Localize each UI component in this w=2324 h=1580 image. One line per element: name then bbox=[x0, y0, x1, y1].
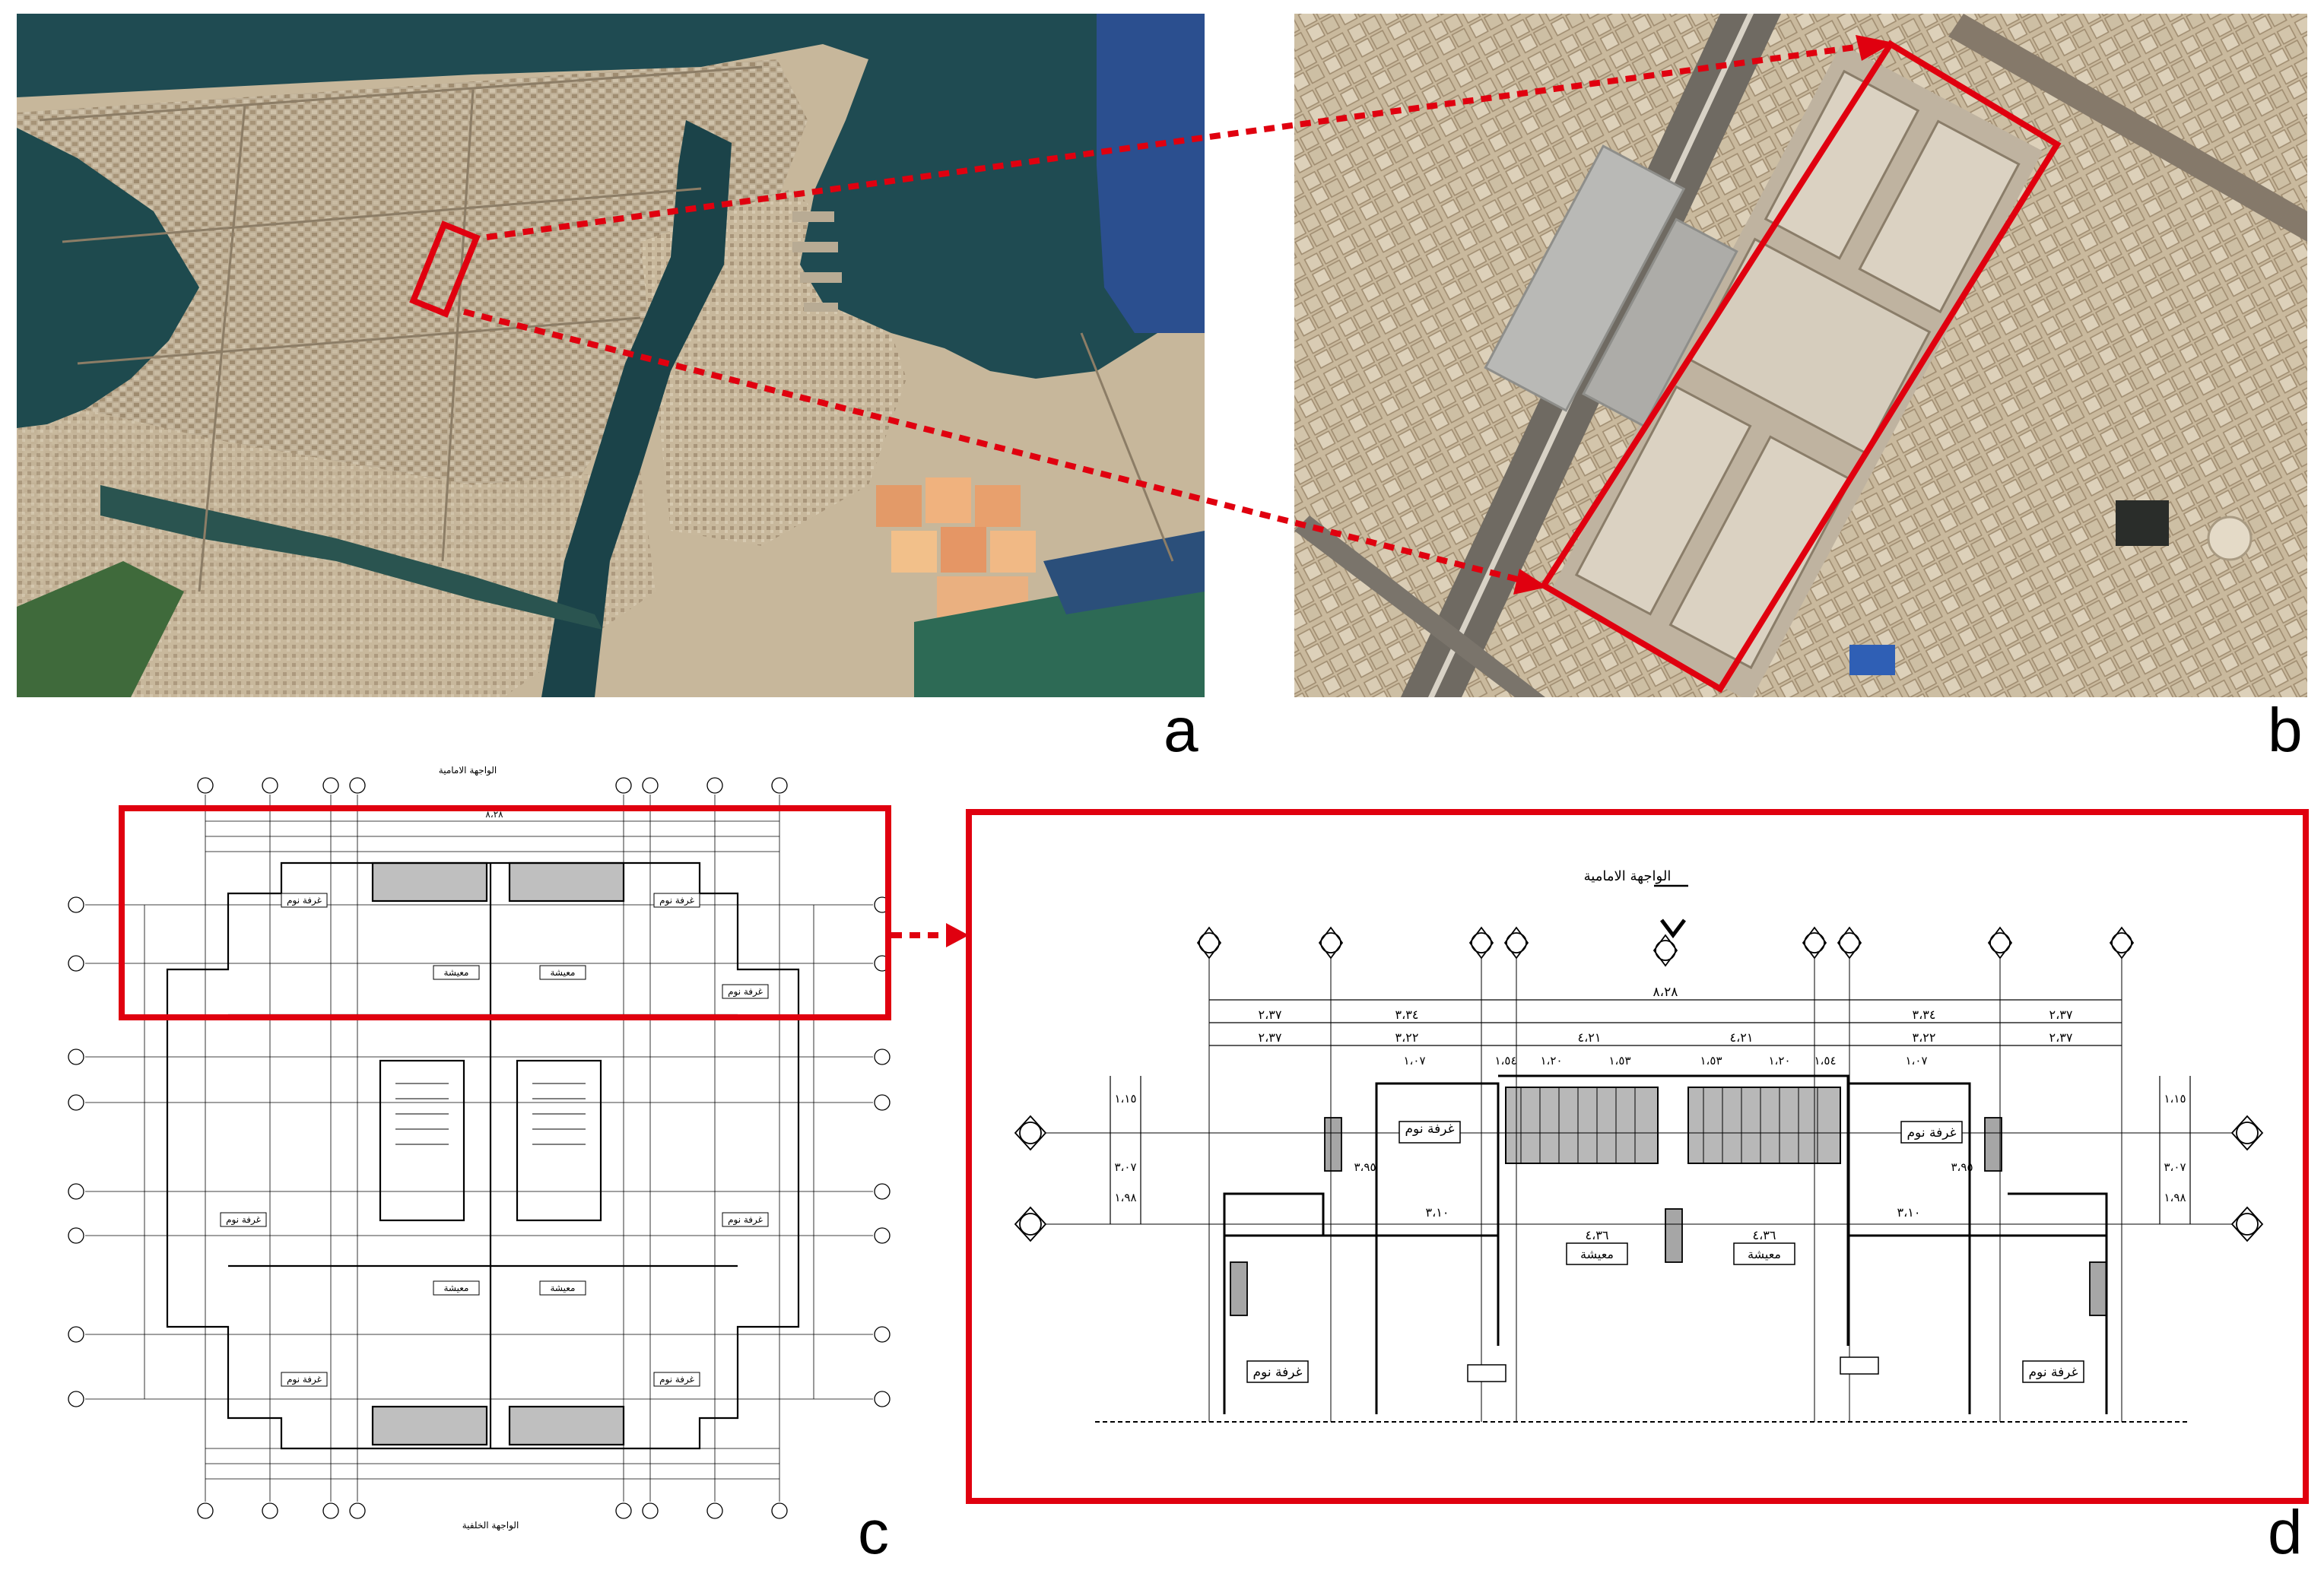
plan-d-dim-h-left: ١،٠٧ bbox=[1403, 1054, 1425, 1068]
panel-letter-b: b bbox=[2268, 696, 2303, 765]
plan-d-dim-f-1: ١،٢٠ bbox=[1540, 1054, 1562, 1068]
plan-d-dim-b-right: ٣،٣٤ bbox=[1913, 1007, 1936, 1022]
plan-d-dim-j-left: ١،٩٨ bbox=[1114, 1191, 1136, 1204]
plan-d-dim-h-right: ١،٠٧ bbox=[1905, 1054, 1927, 1068]
plan-c-room-bedroom-5: غرفة نوم bbox=[728, 1214, 763, 1226]
plan-d-dim-m-right: ٤،٣٦ bbox=[1753, 1228, 1776, 1242]
plan-c-room-bedroom-1: غرفة نوم bbox=[287, 895, 322, 906]
plan-d-dim-a-left: ٢،٣٧ bbox=[1259, 1007, 1282, 1022]
panel-letter-c: c bbox=[858, 1498, 889, 1567]
panel-d-plan-detail: الواجهة الامامية ٨،٢٨ ٢،٣٧ ٣،٣٤ ٣،٣٤ ٢،٣… bbox=[973, 814, 2304, 1502]
floor-plan-drawing: الواجهة الامامية الواجهة الخلفية ٨،٢٨ غر… bbox=[68, 765, 891, 1531]
plan-d-dim-k-right: ٣،٠٧ bbox=[2164, 1160, 2186, 1174]
plan-d-dim-a-right-2: ٢،٣٧ bbox=[2049, 1030, 2073, 1045]
grid-axes-top bbox=[197, 777, 788, 1519]
plan-d-dim-f-2: ١،٢٠ bbox=[1768, 1054, 1790, 1068]
plan-d-dim-d-left: ٤،٢١ bbox=[1578, 1030, 1602, 1045]
plan-c-dim-overall: ٨،٢٨ bbox=[485, 809, 503, 820]
plan-d-dim-g-left: ١،٥٣ bbox=[1608, 1054, 1630, 1068]
plan-c-room-bedroom-2: غرفة نوم bbox=[659, 895, 694, 906]
plan-c-room-reception-3: معيشة bbox=[444, 1283, 469, 1293]
zoomed-satellite-image bbox=[1294, 14, 2307, 697]
plan-d-dim-n-right: ٣،٩٥ bbox=[1951, 1160, 1973, 1174]
plan-d-dim-e-left: ١،٥٤ bbox=[1494, 1054, 1516, 1068]
panel-letter-d: d bbox=[2268, 1498, 2303, 1567]
panel-b-zoomed-satellite bbox=[1294, 14, 2307, 697]
plan-detail-drawing: الواجهة الامامية ٨،٢٨ ٢،٣٧ ٣،٣٤ ٣،٣٤ ٢،٣… bbox=[1014, 868, 2264, 1423]
plan-c-room-bedroom-7: غرفة نوم bbox=[659, 1374, 694, 1385]
plan-d-dim-overall: ٨،٢٨ bbox=[1653, 985, 1678, 1000]
plan-d-room-bedroom-4: غرفة نوم bbox=[2029, 1365, 2078, 1380]
plan-d-dim-k-left: ٣،٠٧ bbox=[1114, 1160, 1136, 1174]
plan-d-dim-n-left: ٣،٩٥ bbox=[1354, 1160, 1376, 1174]
plan-c-room-reception-1: معيشة bbox=[444, 967, 469, 978]
plan-d-front-facade-label: الواجهة الامامية bbox=[1584, 868, 1672, 884]
satellite-map-image bbox=[17, 14, 1205, 697]
plan-d-room-reception-2: معيشة bbox=[1748, 1247, 1781, 1261]
plan-d-dim-c-right: ٣،٢٢ bbox=[1913, 1030, 1936, 1045]
plan-d-dim-e-right: ١،٥٤ bbox=[1814, 1054, 1836, 1068]
plan-c-room-bedroom-6: غرفة نوم bbox=[287, 1374, 322, 1385]
plan-c-room-reception-4: معيشة bbox=[551, 1283, 576, 1293]
plan-d-dim-d-right: ٤،٢١ bbox=[1730, 1030, 1754, 1045]
plan-d-dim-j-right: ١،٩٨ bbox=[2164, 1191, 2186, 1204]
plan-d-dim-m-left: ٤،٣٦ bbox=[1586, 1228, 1609, 1242]
plan-d-dim-i-right: ١،١٥ bbox=[2164, 1092, 2186, 1106]
panel-letter-a: a bbox=[1164, 696, 1199, 765]
plan-d-room-reception-1: معيشة bbox=[1580, 1247, 1614, 1261]
plan-c-back-facade-label: الواجهة الخلفية bbox=[462, 1520, 519, 1531]
building-outline bbox=[166, 861, 800, 1450]
detail-grid-axes-top bbox=[1196, 926, 2135, 967]
plan-d-room-bedroom-3: غرفة نوم bbox=[1253, 1365, 1303, 1380]
plan-c-front-facade-label: الواجهة الامامية bbox=[439, 765, 497, 776]
plan-d-dim-g-right: ١،٥٣ bbox=[1700, 1054, 1722, 1068]
panel-c-floor-plan: الواجهة الامامية الواجهة الخلفية ٨،٢٨ غر… bbox=[53, 764, 913, 1540]
plan-d-dim-l-right: ٣،١٠ bbox=[1897, 1205, 1921, 1220]
arrowhead-c-to-d bbox=[946, 923, 969, 947]
plan-d-dim-i-left: ١،١٥ bbox=[1114, 1092, 1136, 1106]
plan-d-dim-l-left: ٣،١٠ bbox=[1426, 1205, 1449, 1220]
plan-d-dim-a-right: ٢،٣٧ bbox=[2049, 1007, 2073, 1022]
plan-d-room-bedroom-1: غرفة نوم bbox=[1405, 1122, 1455, 1137]
plan-d-dim-a-left-2: ٢،٣٧ bbox=[1259, 1030, 1282, 1045]
plan-d-dim-b-left: ٣،٣٤ bbox=[1395, 1007, 1419, 1022]
panel-a-satellite-map bbox=[17, 14, 1205, 697]
plan-d-room-bedroom-2: غرفة نوم bbox=[1907, 1125, 1957, 1141]
plan-c-room-bedroom-3: غرفة نوم bbox=[728, 986, 763, 998]
plan-c-room-reception-2: معيشة bbox=[551, 967, 576, 978]
plan-c-room-bedroom-4: غرفة نوم bbox=[226, 1214, 261, 1226]
plan-d-dim-c-left: ٣،٢٢ bbox=[1395, 1030, 1419, 1045]
